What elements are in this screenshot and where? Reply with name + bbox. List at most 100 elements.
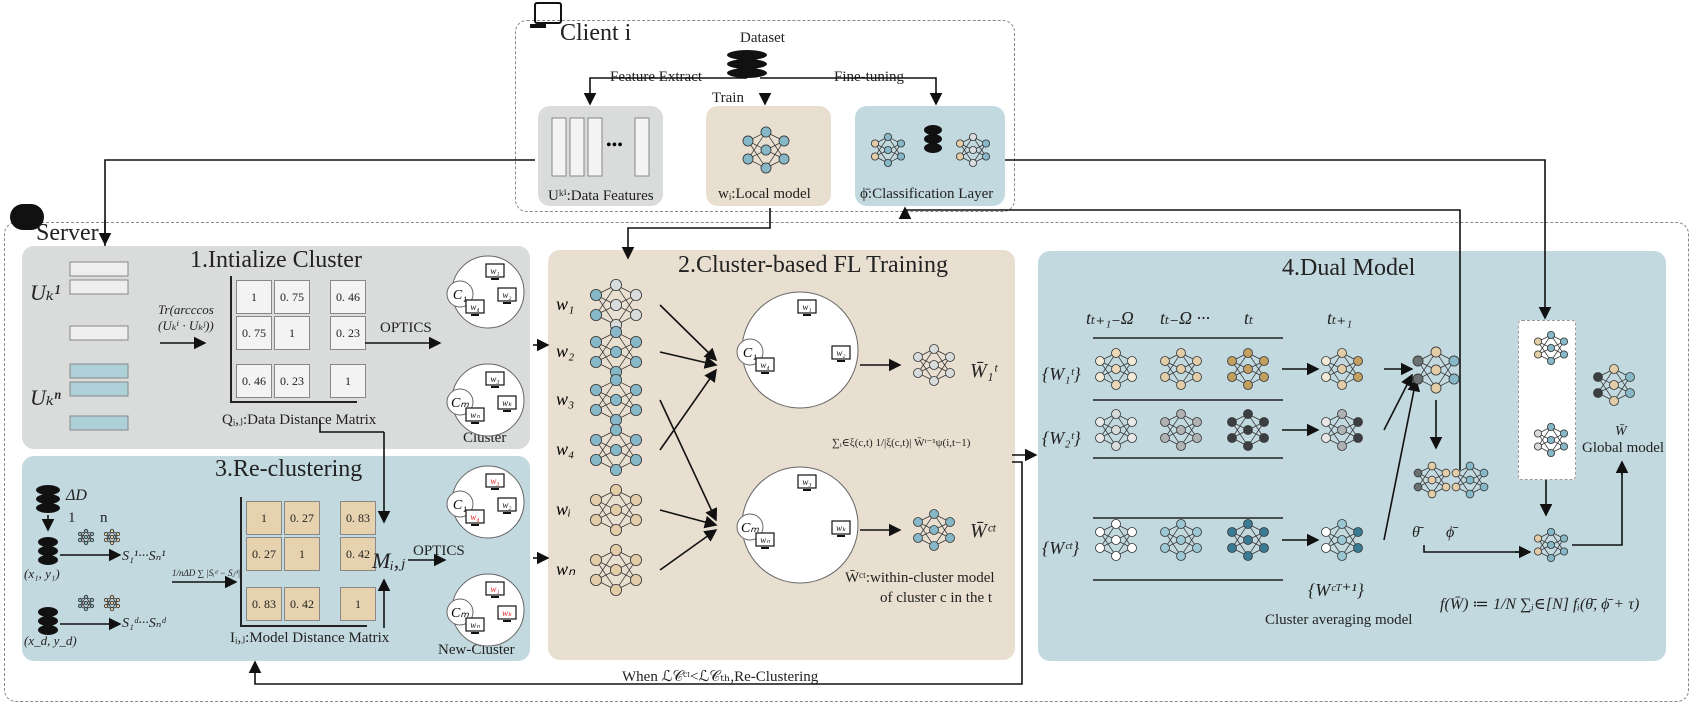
network-node <box>1441 482 1451 492</box>
network-node <box>1259 417 1269 427</box>
recluster-loop-line <box>254 461 1023 685</box>
network-node <box>1546 527 1556 537</box>
client-weight-label: w₁ <box>556 294 574 314</box>
network-node <box>590 355 603 368</box>
network-node <box>1559 337 1569 346</box>
sample1-db-icon <box>38 537 58 547</box>
network-node <box>1192 356 1202 366</box>
fine-tuning-label: Fine-tuning <box>834 69 904 85</box>
network-node <box>1625 388 1635 398</box>
network-node <box>1111 425 1121 435</box>
network-node <box>1111 409 1121 419</box>
fine-tuning-arrow <box>760 77 943 106</box>
matrix-cell: 0. 83 <box>246 587 282 621</box>
network-node <box>1127 356 1137 366</box>
client-id-label: w₃ <box>490 476 499 486</box>
matrix-cell: 1 <box>246 501 282 535</box>
network-node <box>1625 372 1635 382</box>
network-node <box>1227 417 1237 427</box>
client-to-cluster-arrow <box>659 509 718 529</box>
monitor-icon <box>485 473 505 488</box>
network-node <box>1160 356 1170 366</box>
time-header-1: tₜ₊₁₋Ω <box>1086 308 1134 328</box>
network-node <box>610 373 623 386</box>
matrix-cell: 0. 42 <box>284 587 320 621</box>
monitor-stand <box>761 372 769 374</box>
delta-db-icon <box>36 494 60 504</box>
monitor-icon <box>465 509 485 524</box>
network-node <box>1321 433 1331 443</box>
network-node <box>89 597 95 603</box>
monitor-icon <box>465 407 485 422</box>
network-node <box>1479 482 1489 492</box>
network-node <box>630 288 643 301</box>
network-node <box>1593 388 1603 398</box>
network-node <box>1243 519 1253 529</box>
finetune-db-icon <box>924 143 942 153</box>
network-node <box>109 528 115 534</box>
network-node <box>610 443 623 456</box>
q-to-m-line <box>319 420 384 433</box>
s1-label: S₁¹···Sₙ¹ <box>122 549 166 564</box>
network-edge <box>595 331 617 363</box>
model-distance-matrix: 1 0. 27 0. 83 0. 27 1 0. 42 0. 83 0. 42 … <box>240 497 376 627</box>
network-node <box>77 603 83 609</box>
network-node <box>1192 527 1202 537</box>
network-node <box>103 597 109 603</box>
monitor-stand <box>491 488 499 490</box>
network-node <box>1259 372 1269 382</box>
train-label: Train <box>712 90 744 106</box>
network-node <box>1111 519 1121 529</box>
network-node <box>1127 543 1137 553</box>
network-node <box>1111 380 1121 390</box>
network-node <box>945 533 955 543</box>
network-node <box>1353 417 1363 427</box>
monitor-stand <box>837 535 845 537</box>
client-weight-label: w₄ <box>556 439 574 459</box>
network-node <box>945 517 955 527</box>
network-node <box>1353 543 1363 553</box>
network-node <box>590 335 603 348</box>
network-node <box>870 139 880 148</box>
monitor-icon <box>831 520 851 535</box>
network-node <box>630 514 643 527</box>
monitor-icon <box>497 605 517 620</box>
network-node <box>1353 433 1363 443</box>
network-node <box>1546 540 1556 550</box>
feature-slab <box>69 415 129 431</box>
network-node <box>109 594 115 600</box>
network-node <box>1546 448 1556 458</box>
u1-label: Uₖ¹ <box>30 280 61 305</box>
network-node <box>945 352 955 362</box>
matrix-cell: 0. 23 <box>274 364 310 398</box>
network-node <box>109 606 115 612</box>
network-node <box>630 308 643 321</box>
output1-label: W̄₁ᵗ <box>970 360 997 382</box>
network-node <box>1546 330 1556 340</box>
delta-db-icon <box>36 503 60 513</box>
network-node <box>115 531 121 537</box>
network-node <box>1533 429 1543 438</box>
network-node <box>1095 433 1105 443</box>
monitor-stand <box>837 360 845 362</box>
network-node <box>896 152 906 161</box>
local-model-label: wᵢ:Local model <box>718 186 811 202</box>
monitor-icon <box>534 2 562 24</box>
network-node <box>1192 543 1202 553</box>
network-node <box>913 517 923 527</box>
matrix-cell: 1 <box>284 537 320 571</box>
feature-slab <box>69 363 129 379</box>
network-edge <box>595 489 617 521</box>
network-node <box>1337 535 1347 545</box>
time-header-3: tₜ <box>1244 308 1254 328</box>
network-node <box>968 145 978 155</box>
optics-label-2: OPTICS <box>413 543 465 559</box>
network-node <box>1609 380 1619 390</box>
client-container <box>515 20 1015 212</box>
network-node <box>1321 543 1331 553</box>
network-node <box>1546 553 1556 563</box>
monitor-icon <box>755 357 775 372</box>
classification-layer-label: ϕ̄:Classification Layer <box>860 186 994 202</box>
feature-slab <box>69 381 129 397</box>
avg-set-label: {Wᶜᵀ⁺¹} <box>1308 580 1364 600</box>
